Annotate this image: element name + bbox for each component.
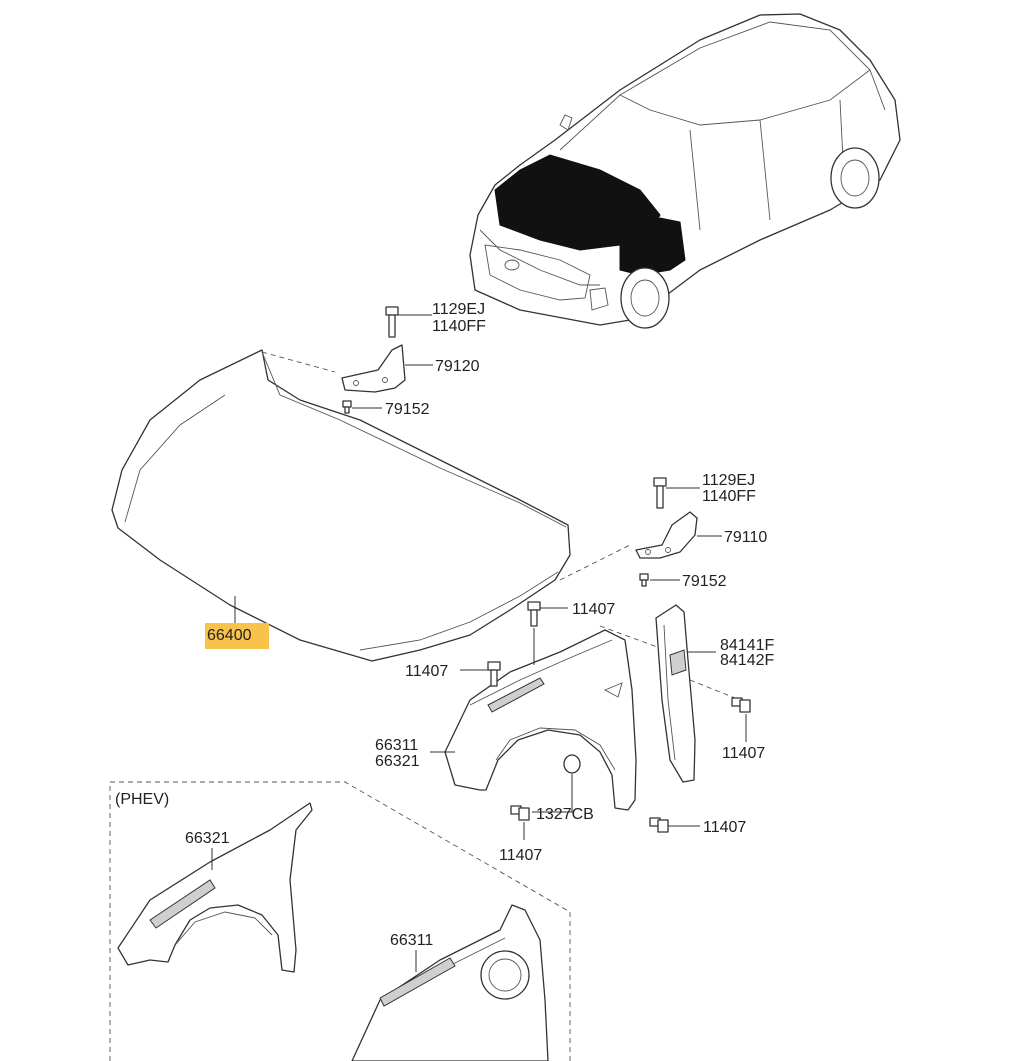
- label-phev-66321: 66321: [185, 830, 230, 847]
- label-11407-garnish: 11407: [722, 745, 765, 762]
- front-fender: [444, 625, 741, 811]
- bolt-11407-garnish: [731, 697, 751, 742]
- label-1327cb: 1327CB: [536, 806, 594, 823]
- label-11407-left: 11407: [405, 663, 448, 680]
- bolt-1129ej-rh: [653, 477, 700, 509]
- phev-group-border: [109, 781, 571, 1061]
- bolt-11407-fender-left: [460, 661, 501, 687]
- label-84142f: 84142F: [720, 652, 774, 669]
- label-1129ej-b: 1129EJ: [702, 472, 755, 489]
- label-1140ff-b: 1140FF: [702, 488, 756, 505]
- bolt-11407-fender-bottom: [510, 805, 530, 840]
- hood-hinge-lh: [261, 344, 406, 393]
- label-phev: (PHEV): [115, 791, 169, 808]
- label-66311: 66311: [375, 737, 418, 754]
- highlight-66400: [205, 623, 269, 649]
- label-79152-a: 79152: [385, 401, 430, 418]
- hood-hinge-rh: [559, 511, 698, 581]
- label-84141f: 84141F: [720, 637, 774, 654]
- phev-fender-lh: [117, 802, 313, 973]
- clip-1327cb: [532, 754, 581, 813]
- phev-fender-rh: [351, 904, 549, 1061]
- screw-79152-lh: [342, 400, 382, 414]
- label-1140ff-a: 1140FF: [432, 318, 486, 335]
- label-79120: 79120: [435, 358, 480, 375]
- label-11407-bottom: 11407: [499, 847, 542, 864]
- label-1129ej-a: 1129EJ: [432, 301, 485, 318]
- label-phev-66311: 66311: [390, 932, 433, 949]
- label-79152-b: 79152: [682, 573, 727, 590]
- hood-panel: [111, 349, 571, 662]
- label-11407-rear: 11407: [703, 819, 746, 836]
- bolt-1129ej-lh: [385, 306, 432, 338]
- screw-79152-rh: [639, 573, 680, 587]
- label-11407-top: 11407: [572, 601, 615, 618]
- label-66321: 66321: [375, 753, 420, 770]
- bolt-11407-fender-top: [527, 601, 568, 665]
- car-illustration: [469, 13, 901, 329]
- label-79110: 79110: [724, 529, 767, 546]
- label-66400: 66400: [207, 627, 252, 644]
- fender-garnish: [655, 604, 716, 783]
- bolt-11407-fender-rear: [649, 817, 700, 833]
